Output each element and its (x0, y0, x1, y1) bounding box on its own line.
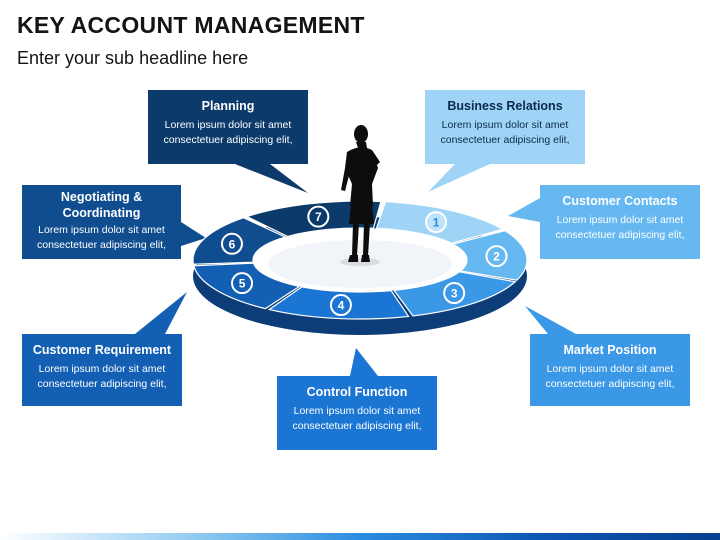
badge-number: 3 (451, 287, 458, 301)
step-badge-6: 6 (220, 232, 243, 255)
businesswoman-silhouette-icon (340, 125, 380, 266)
callout-heading: Business Relations (447, 99, 563, 113)
callout-body: Lorem ipsum dolor sit amet consectetuer … (530, 362, 690, 392)
callout-body: Lorem ipsum dolor sit amet consectetuer … (425, 118, 585, 148)
step-badge-1: 1 (425, 211, 448, 234)
badge-circle (231, 272, 254, 295)
badge-circle (220, 232, 243, 255)
callout-body: Lorem ipsum dolor sit amet consectetuer … (148, 118, 308, 148)
callout-control-function: Control Function Lorem ipsum dolor sit a… (277, 376, 437, 450)
callout-customer-contacts: Customer Contacts Lorem ipsum dolor sit … (540, 185, 700, 259)
badge-number: 6 (229, 237, 236, 251)
body-line-2: consectetuer adipiscing elit, (555, 229, 685, 241)
badge-circle (329, 294, 352, 317)
step-badge-2: 2 (485, 245, 508, 268)
callout-body: Lorem ipsum dolor sit amet consectetuer … (277, 404, 437, 434)
step-badge-7: 7 (307, 205, 330, 228)
body-line-1: Lorem ipsum dolor sit amet (556, 214, 684, 226)
pointer-step-2 (508, 198, 540, 222)
body-line-1: Lorem ipsum dolor sit amet (38, 363, 166, 375)
callout-heading: Negotiating & Coordinating (60, 190, 143, 220)
callout-planning: Planning Lorem ipsum dolor sit amet cons… (148, 90, 308, 164)
body-line-2: consectetuer adipiscing elit, (545, 378, 675, 390)
callout-market-position: Market Position Lorem ipsum dolor sit am… (530, 334, 690, 406)
badge-circle (443, 282, 466, 305)
badge-number: 1 (433, 216, 440, 230)
pointer-step-1 (428, 164, 490, 192)
badge-circle (307, 205, 330, 228)
callout-heading: Planning (201, 99, 255, 113)
body-line-2: consectetuer adipiscing elit, (292, 420, 422, 432)
step-badge-4: 4 (329, 294, 352, 317)
callout-customer-requirement: Customer Requirement Lorem ipsum dolor s… (22, 334, 182, 406)
callout-heading: Market Position (563, 343, 657, 357)
step-badge-5: 5 (231, 272, 254, 295)
pointer-step-6 (181, 222, 206, 246)
body-line-1: Lorem ipsum dolor sit amet (38, 224, 165, 236)
page-subtitle: Enter your sub headline here (17, 48, 249, 68)
badge-number: 5 (239, 277, 246, 291)
badge-number: 4 (338, 299, 345, 313)
body-line-1: Lorem ipsum dolor sit amet (546, 363, 674, 375)
body-line-1: Lorem ipsum dolor sit amet (441, 119, 569, 131)
callout-heading: Control Function (306, 385, 408, 399)
callout-body: Lorem ipsum dolor sit amet consectetuer … (22, 223, 181, 253)
callout-negotiating-coordinating: Negotiating & Coordinating Lorem ipsum d… (22, 185, 181, 259)
pointer-step-7 (235, 164, 308, 193)
callout-body: Lorem ipsum dolor sit amet consectetuer … (22, 362, 182, 392)
callout-body: Lorem ipsum dolor sit amet consectetuer … (540, 213, 700, 243)
body-line-1: Lorem ipsum dolor sit amet (293, 405, 421, 417)
callout-heading: Customer Requirement (32, 343, 172, 357)
pointer-step-3 (525, 306, 576, 334)
badge-circle (485, 245, 508, 268)
badge-circle (425, 211, 448, 234)
page-title: KEY ACCOUNT MANAGEMENT (17, 12, 365, 38)
badge-number: 7 (315, 210, 322, 224)
pointer-step-4 (350, 348, 378, 376)
step-badge-3: 3 (443, 282, 466, 305)
bottom-gradient-bar (0, 533, 720, 540)
body-line-2: consectetuer adipiscing elit, (37, 239, 166, 251)
body-line-1: Lorem ipsum dolor sit amet (164, 119, 292, 131)
callout-heading: Customer Contacts (562, 194, 678, 208)
badge-number: 2 (493, 250, 500, 264)
body-line-2: consectetuer adipiscing elit, (37, 378, 167, 390)
body-line-2: consectetuer adipiscing elit, (440, 134, 570, 146)
callout-business-relations: Business Relations Lorem ipsum dolor sit… (425, 90, 585, 164)
pointer-step-5 (135, 292, 187, 334)
body-line-2: consectetuer adipiscing elit, (163, 134, 293, 146)
